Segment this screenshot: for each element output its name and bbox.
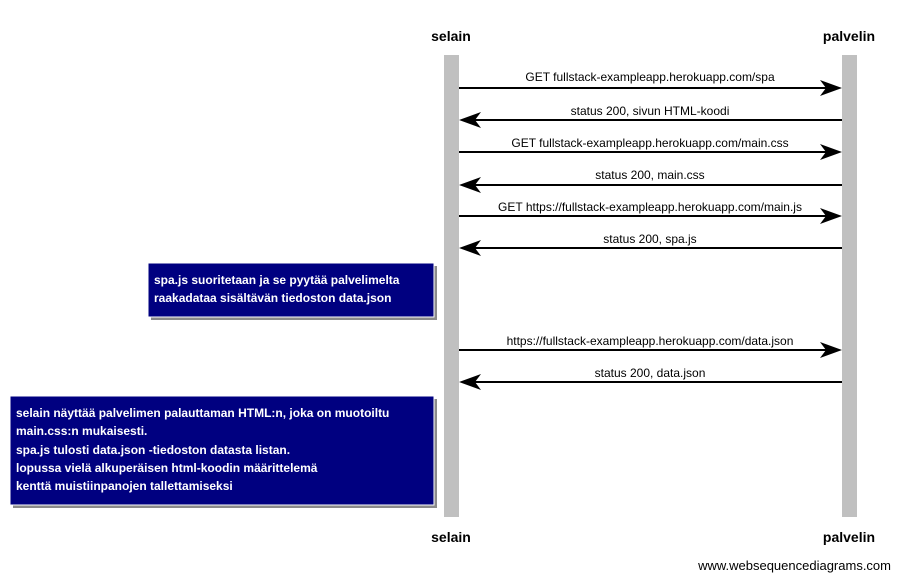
arrow-left-icon xyxy=(459,112,481,128)
note-line: spa.js tulosti data.json -tiedoston data… xyxy=(16,443,290,457)
arrow-right-icon xyxy=(820,208,842,224)
message-label: GET fullstack-exampleapp.herokuapp.com/s… xyxy=(525,70,775,84)
note-line: main.css:n mukaisesti. xyxy=(16,424,147,438)
message-get-spa: GET fullstack-exampleapp.herokuapp.com/s… xyxy=(459,70,842,96)
message-status-html: status 200, sivun HTML-koodi xyxy=(459,104,842,128)
message-label: https://fullstack-exampleapp.herokuapp.c… xyxy=(507,334,794,348)
message-status-main-css: status 200, main.css xyxy=(459,168,842,193)
note-page-rendered: selain näyttää palvelimen palauttaman HT… xyxy=(9,395,437,508)
lifeline-palvelin xyxy=(842,55,857,517)
arrow-left-icon xyxy=(459,374,481,390)
arrow-right-icon xyxy=(820,342,842,358)
participant-palvelin-bottom: palvelin xyxy=(823,529,875,545)
participant-selain-bottom: selain xyxy=(431,529,471,545)
note-spa-js-request: spa.js suoritetaan ja se pyytää palvelim… xyxy=(147,262,437,320)
watermark-link[interactable]: www.websequencediagrams.com xyxy=(697,558,891,573)
message-label: GET https://fullstack-exampleapp.herokua… xyxy=(498,200,802,214)
arrow-right-icon xyxy=(820,144,842,160)
message-get-data-json: https://fullstack-exampleapp.herokuapp.c… xyxy=(459,334,842,358)
note-line: lopussa vielä alkuperäisen html-koodin m… xyxy=(16,461,318,475)
note-line: selain näyttää palvelimen palauttaman HT… xyxy=(16,406,389,420)
message-label: status 200, spa.js xyxy=(603,232,696,246)
note-line: raakadataa sisältävän tiedoston data.jso… xyxy=(154,291,391,305)
participant-selain-top: selain xyxy=(431,28,471,44)
message-label: status 200, main.css xyxy=(595,168,704,182)
message-label: status 200, data.json xyxy=(595,366,706,380)
message-status-data-json: status 200, data.json xyxy=(459,366,842,390)
message-get-main-js: GET https://fullstack-exampleapp.herokua… xyxy=(459,200,842,224)
message-get-main-css: GET fullstack-exampleapp.herokuapp.com/m… xyxy=(459,136,842,160)
participant-palvelin-top: palvelin xyxy=(823,28,875,44)
lifeline-selain xyxy=(444,55,459,517)
note-line: kenttä muistiinpanojen tallettamiseksi xyxy=(16,479,233,493)
arrow-left-icon xyxy=(459,177,481,193)
arrow-right-icon xyxy=(820,80,842,96)
message-label: GET fullstack-exampleapp.herokuapp.com/m… xyxy=(511,136,788,150)
message-status-spa-js: status 200, spa.js xyxy=(459,232,842,256)
note-line: spa.js suoritetaan ja se pyytää palvelim… xyxy=(154,273,400,287)
message-label: status 200, sivun HTML-koodi xyxy=(571,104,730,118)
arrow-left-icon xyxy=(459,240,481,256)
